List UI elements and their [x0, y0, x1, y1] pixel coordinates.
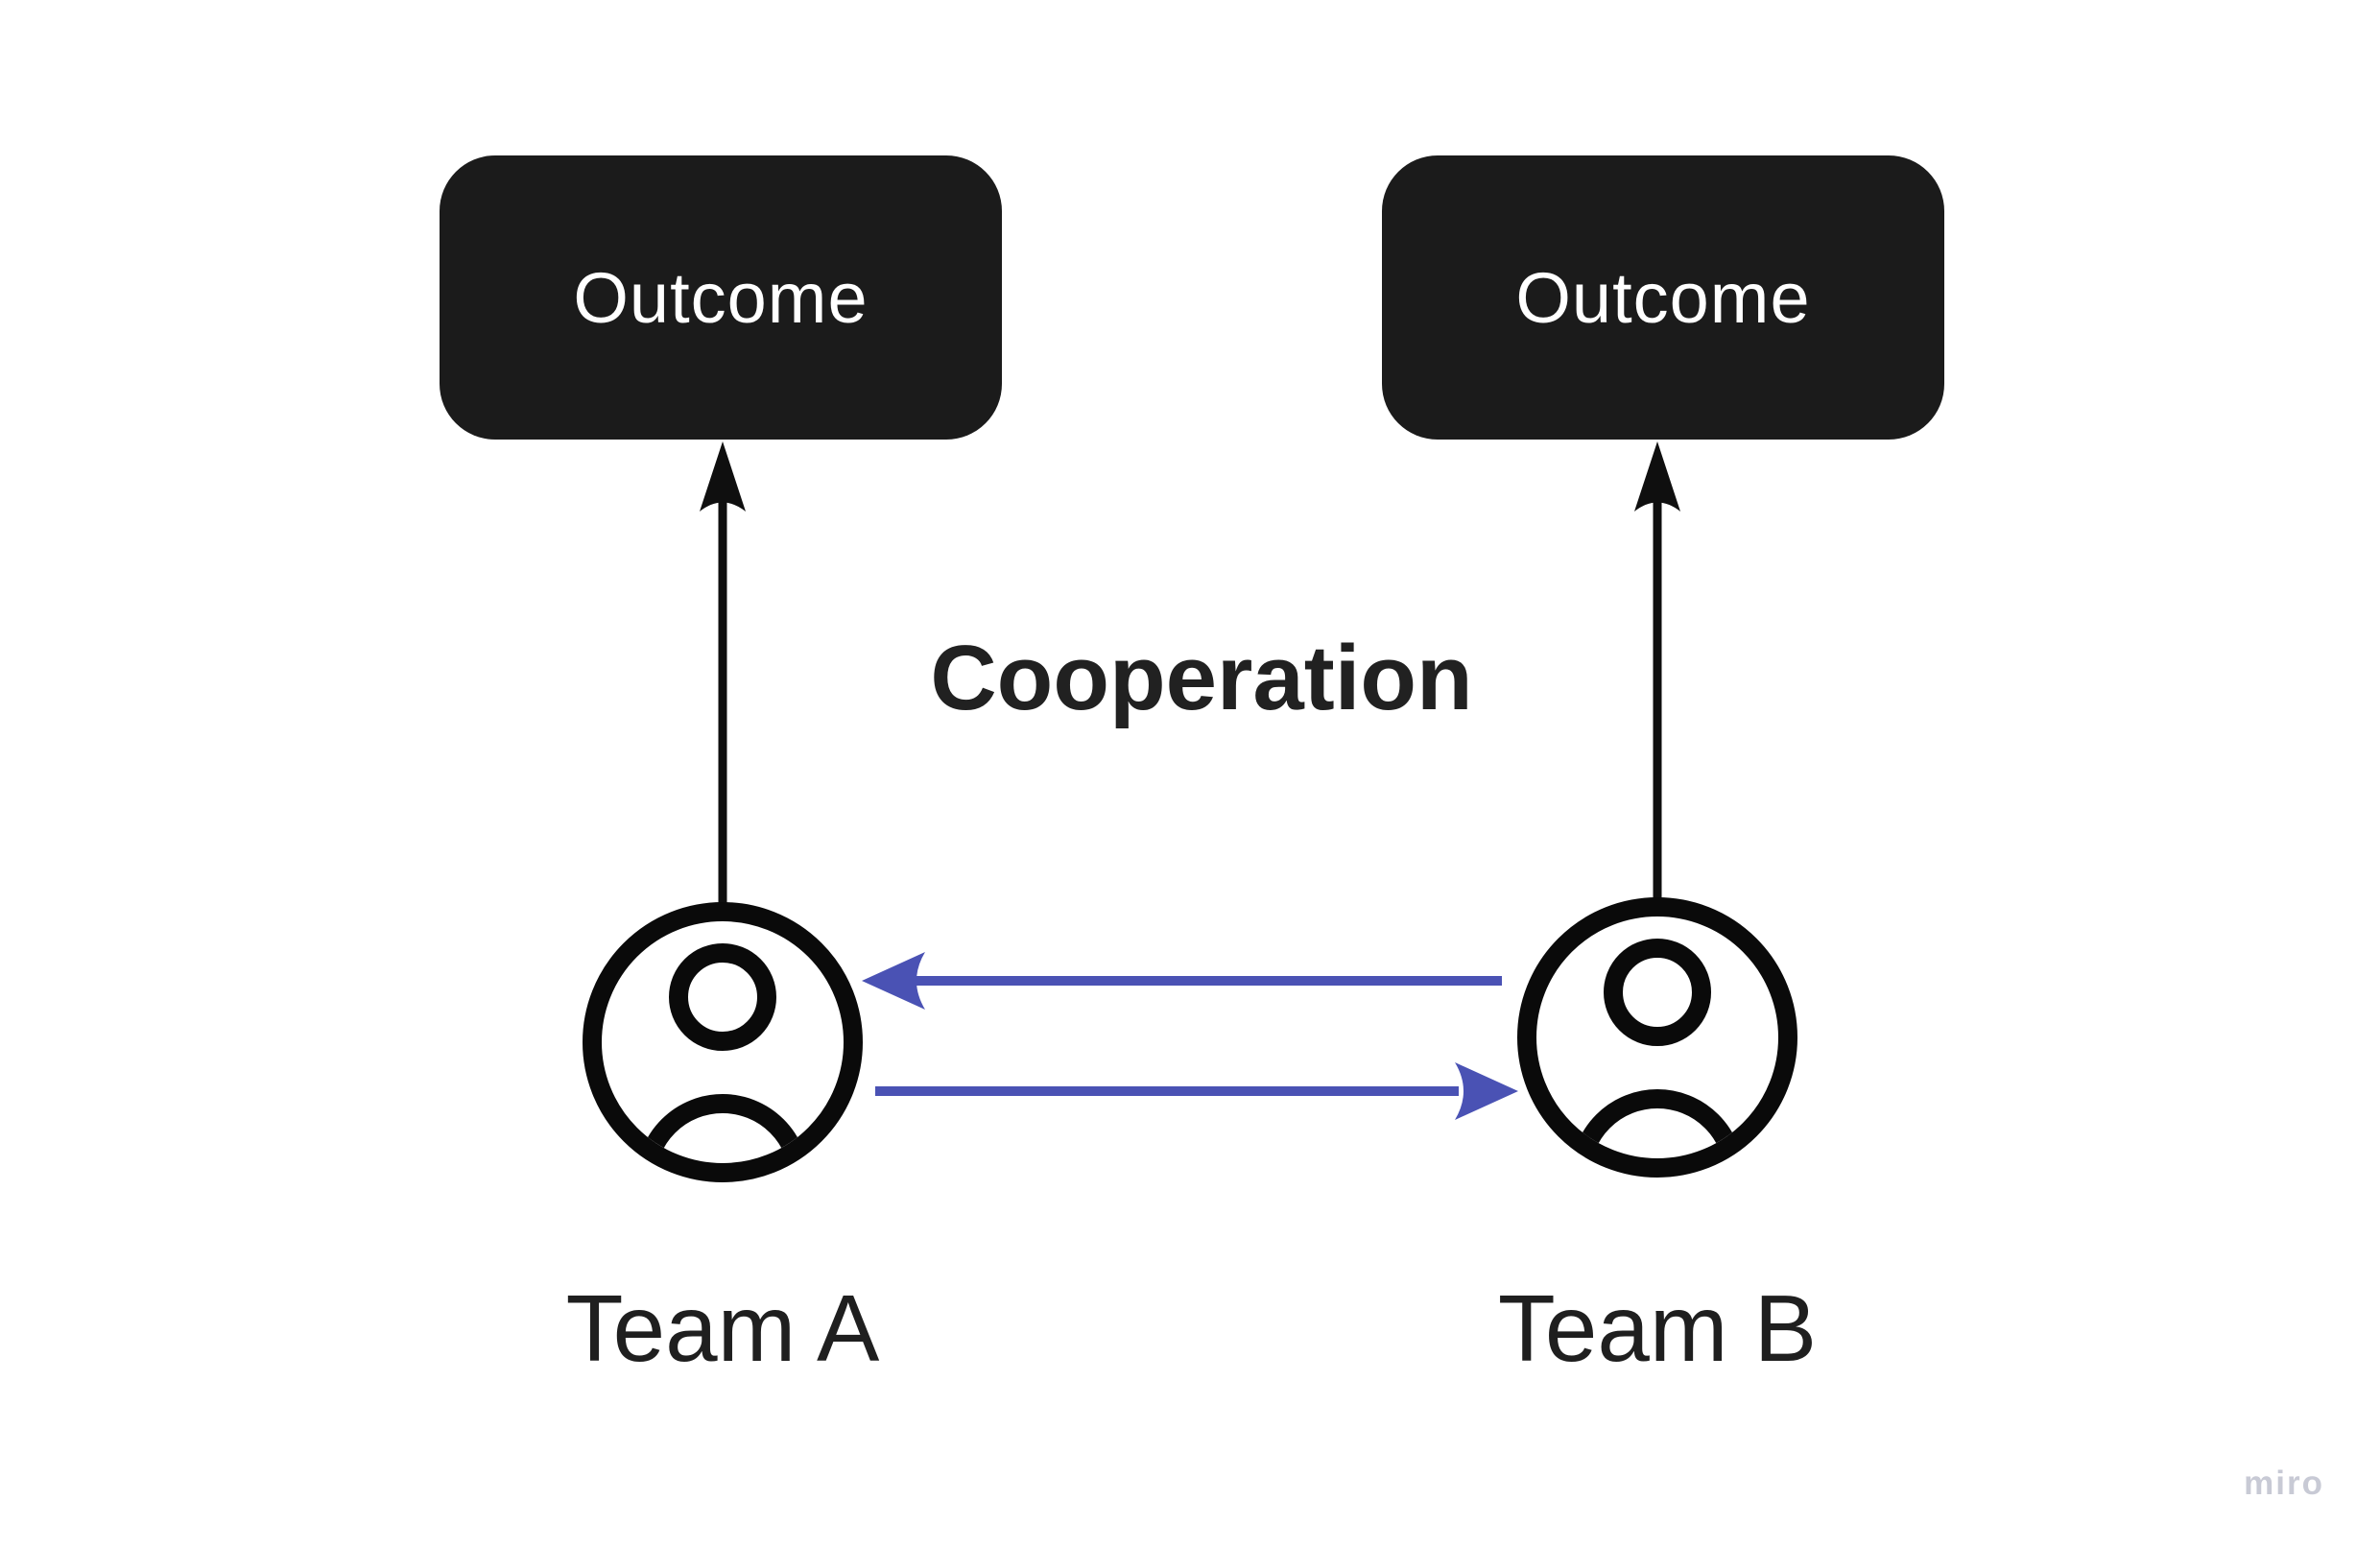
arrow-team-b-to-outcome	[1634, 441, 1680, 907]
arrow-cooperation-a-to-b	[875, 1062, 1518, 1120]
team-b-label: Team B	[1497, 1275, 1818, 1381]
team-a-person-icon	[583, 902, 863, 1182]
cooperation-label: Cooperation	[930, 627, 1473, 729]
miro-watermark: miro	[2244, 1464, 2324, 1502]
arrow-cooperation-b-to-a	[862, 952, 1502, 1010]
team-a-label: Team A	[565, 1275, 880, 1381]
outcome-node-label: Outcome	[573, 257, 869, 338]
arrow-team-a-to-outcome	[700, 441, 746, 912]
team-b-person-icon	[1517, 897, 1797, 1178]
outcome-node-label: Outcome	[1515, 257, 1811, 338]
outcome-node-team-a: Outcome	[440, 155, 1002, 440]
outcome-node-team-b: Outcome	[1382, 155, 1944, 440]
